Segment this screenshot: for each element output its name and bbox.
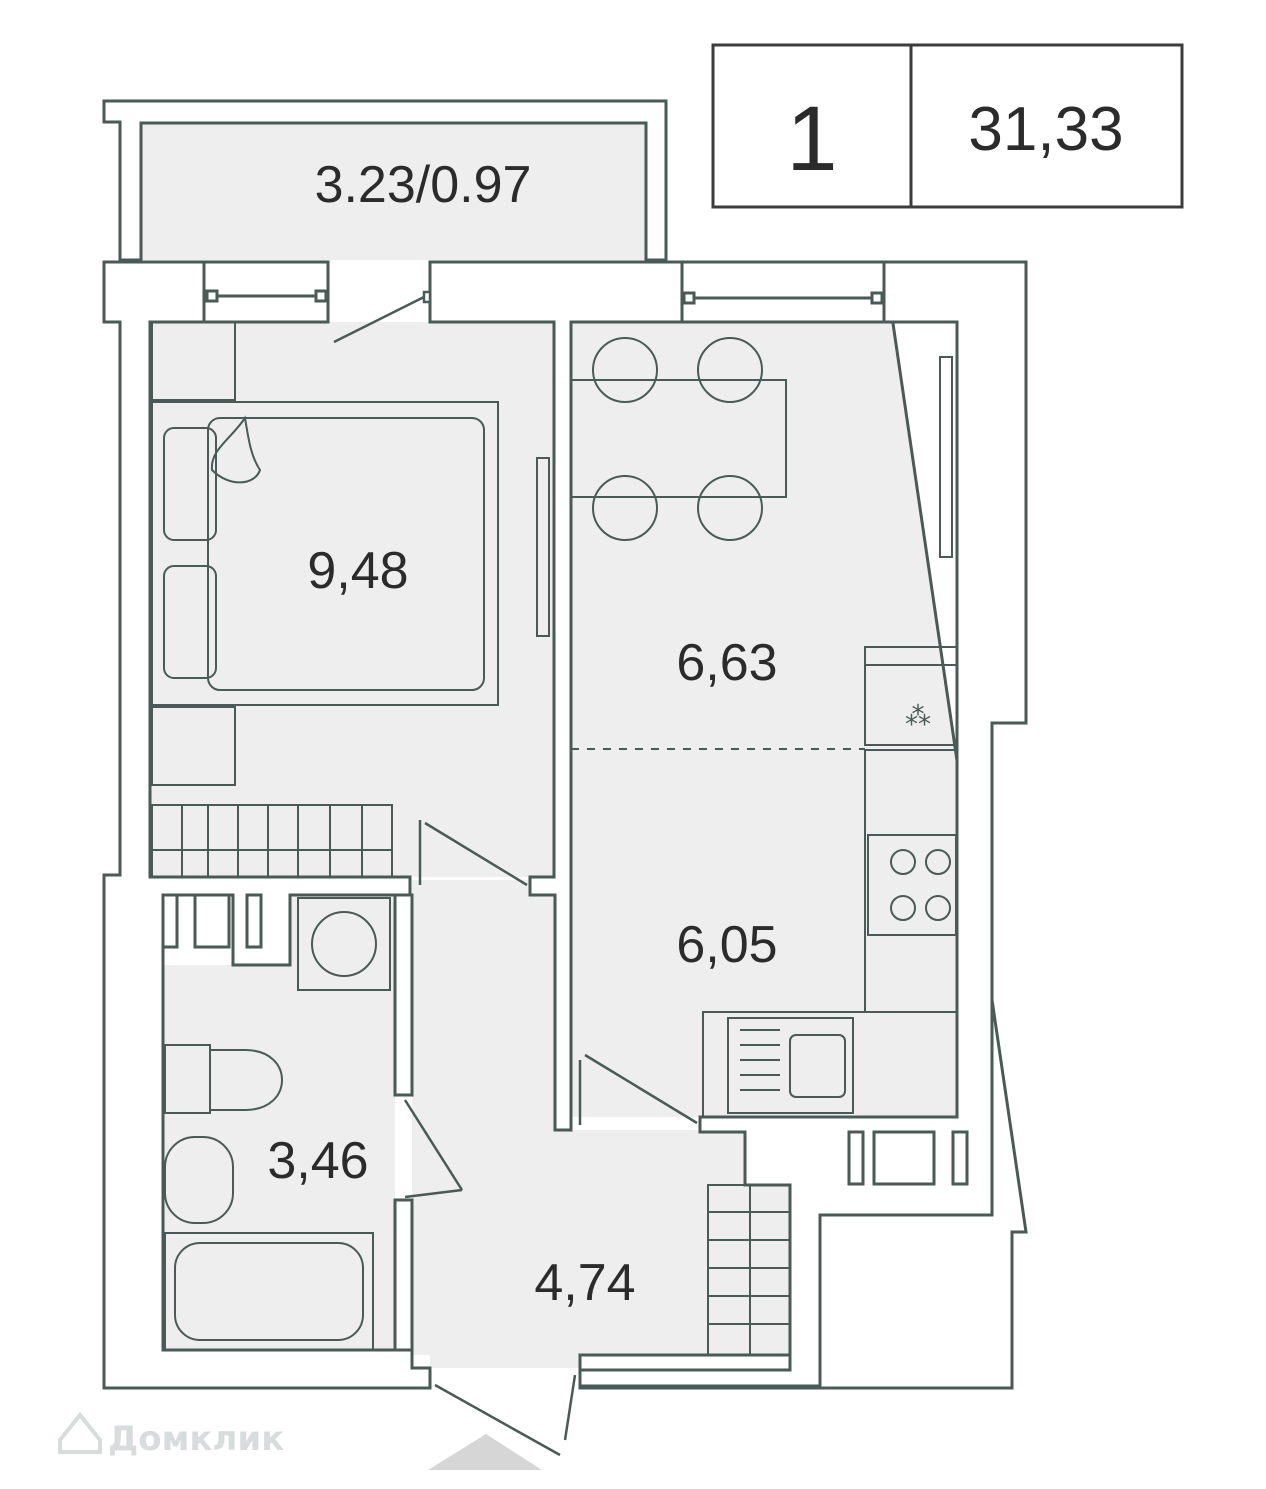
sink-counter [702,1011,958,1118]
bathroom-area: 3,46 [267,1132,368,1190]
stove [867,834,957,936]
chair [592,475,658,541]
watermark-text: Домклик [108,1419,284,1459]
windows [161,260,969,1186]
bath-partition [393,893,414,1097]
kitchen-floor [571,322,957,1117]
summary-box: 1 31,33 [711,43,1184,209]
kitchen-area: 6,05 [676,916,777,974]
nightstand-top [151,321,236,401]
dining-table [570,379,787,498]
furniture: ⁂ [151,321,958,1356]
window-bedroom [202,260,330,324]
entrance-arrow [428,1434,542,1470]
wardrobe-bedroom [151,804,393,878]
bedroom-door [424,821,528,887]
bathroom-floor [163,965,395,1350]
balcony-door [333,294,427,344]
balcony-floor [141,123,646,260]
room-labels: 3.23/0.97 9,48 6,63 6,05 3,46 4,74 [267,156,777,1312]
bath-partition-lower [393,1198,414,1352]
tv-kitchen [939,356,953,558]
entrance-door [434,1383,561,1457]
wardrobe-hall [707,1184,791,1356]
bed [151,401,499,706]
sink-drainer [740,1029,780,1091]
chair [592,337,658,403]
total-area: 31,33 [968,95,1123,164]
washing-machine [297,897,391,991]
balcony-area: 3.23/0.97 [315,156,532,214]
walls [102,99,1028,1390]
kitchen-door [584,1053,698,1125]
fridge [864,646,958,746]
toilet [209,1049,284,1111]
rooms-count: 1 [786,88,837,190]
hallway-area: 4,74 [534,1254,635,1312]
kitchen-dining-area: 6,63 [676,634,777,692]
floor-fills [141,123,957,1368]
tv-bedroom [536,457,550,637]
chair [697,337,763,403]
bathtub [164,1232,374,1351]
watermark: Домклик [58,1411,284,1459]
balcony-wall [102,99,668,262]
window-kitchen [680,260,886,324]
hallway-floor [412,880,790,1368]
svg-text:⁂: ⁂ [905,702,931,732]
nightstand-bottom [151,706,236,786]
house-icon [58,1411,102,1454]
washbasin [164,1136,234,1224]
doors [333,290,698,1457]
bathroom-door [403,1099,464,1191]
bedroom-area: 9,48 [307,542,408,600]
chair [697,475,763,541]
